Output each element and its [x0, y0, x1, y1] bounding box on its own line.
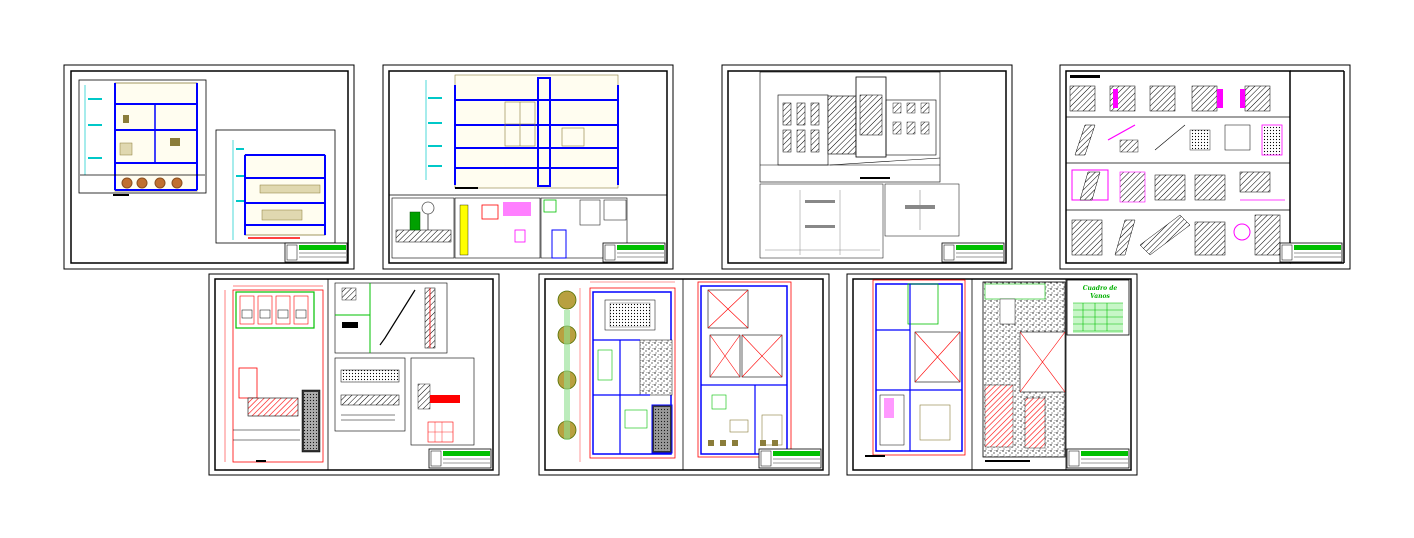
trees: [557, 290, 577, 440]
floor-plan-first: [579, 281, 676, 462]
roof-plan: [982, 281, 1066, 462]
title-block: [1279, 242, 1343, 263]
section-drawing-c: [425, 74, 619, 189]
sheet-floor-plans-1: [538, 273, 830, 476]
details-row-1: [1069, 75, 1271, 112]
front-elevation: [759, 71, 941, 183]
schedule-title: Cuadro de Vanos: [1082, 285, 1118, 300]
details-row-4: [1071, 214, 1281, 256]
sheet-sections-1: [63, 64, 355, 270]
details-row-3: [1071, 169, 1285, 203]
slab-details: [334, 357, 475, 446]
section-drawing-b: [215, 129, 336, 244]
ground-floor-plan: [224, 285, 324, 463]
title-block: [1066, 448, 1130, 469]
floor-plan-third: [865, 279, 966, 457]
title-block: [428, 448, 492, 469]
detail-drawings: [391, 197, 628, 259]
sheet-floor-plans-2: [846, 273, 1138, 476]
title-block: [602, 242, 666, 263]
title-block: [284, 242, 348, 263]
title-block: [758, 448, 822, 469]
details-row-2: [1074, 124, 1283, 156]
elevation-details: [759, 183, 960, 259]
sheet-sections-2: [382, 64, 674, 270]
sheet-construction-details: [1059, 64, 1351, 270]
title-block: [941, 242, 1005, 263]
sheet-parking-plan: [208, 273, 500, 476]
sheet-elevation: [721, 64, 1013, 270]
stair-details: [334, 282, 448, 354]
floor-plan-second: [697, 281, 792, 458]
section-drawing-a: [78, 79, 207, 196]
door-window-schedule: [1066, 279, 1130, 336]
